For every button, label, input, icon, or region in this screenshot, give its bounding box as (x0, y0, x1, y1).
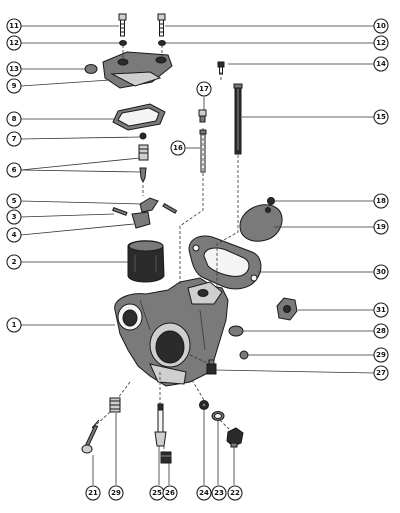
callout-6: 6 (6, 162, 22, 178)
leader-lines (20, 25, 375, 485)
diaphragm-part-19 (239, 204, 283, 242)
svg-text:10: 10 (376, 22, 386, 30)
svg-text:19: 19 (376, 223, 386, 231)
svg-text:12: 12 (376, 39, 386, 47)
seat-part-7 (139, 132, 147, 140)
hinge-part-4 (131, 211, 151, 229)
plug-part-22 (226, 427, 244, 448)
jet-part-25 (154, 403, 167, 447)
svg-text:4: 4 (12, 231, 17, 239)
svg-text:5: 5 (12, 197, 17, 205)
callout-19: 19 (373, 219, 389, 235)
callout-12-right: 12 (373, 35, 389, 51)
lockwasher-part-12-right (158, 40, 166, 46)
callout-10: 10 (373, 18, 389, 34)
svg-text:21: 21 (88, 489, 98, 497)
svg-text:24: 24 (199, 489, 209, 497)
callout-26: 26 (162, 485, 178, 501)
callout-23: 23 (211, 485, 227, 501)
washer-part-23 (211, 411, 225, 421)
pin-part-3-left (112, 207, 128, 216)
screw-part-24 (199, 400, 209, 410)
svg-text:14: 14 (376, 60, 386, 68)
idle-screw-part-21 (81, 419, 100, 454)
callout-11: 11 (6, 18, 22, 34)
svg-text:26: 26 (165, 489, 175, 497)
plug-part-18 (267, 197, 275, 205)
svg-text:7: 7 (12, 135, 17, 143)
callout-8: 8 (6, 111, 22, 127)
svg-text:22: 22 (230, 489, 240, 497)
svg-text:6: 6 (12, 166, 17, 174)
callout-31: 31 (373, 302, 389, 318)
float-arm-part-5 (139, 197, 159, 213)
callout-5: 5 (6, 193, 22, 209)
svg-text:3: 3 (12, 213, 17, 221)
nozzle-part-15 (233, 83, 243, 155)
plug-part-29-right (239, 350, 249, 360)
parts-layer (81, 13, 298, 464)
callout-17: 17 (196, 81, 212, 97)
svg-text:15: 15 (376, 113, 386, 121)
screw-part-11 (118, 13, 127, 37)
callout-18: 18 (373, 193, 389, 209)
needle-valve-part-6 (138, 144, 149, 184)
float-part-2 (127, 240, 165, 283)
nut-part-31 (276, 297, 298, 321)
svg-text:12: 12 (9, 39, 19, 47)
callout-25: 25 (149, 485, 165, 501)
float-bowl-cover-part-9 (102, 51, 173, 89)
svg-text:2: 2 (12, 258, 17, 266)
callout-27: 27 (373, 365, 389, 381)
callout-16-top: 16 (170, 140, 186, 156)
callout-4: 4 (6, 227, 22, 243)
gasket-part-30 (188, 235, 262, 290)
svg-text:18: 18 (376, 197, 386, 205)
callout-12-left: 12 (6, 35, 22, 51)
callout-24: 24 (196, 485, 212, 501)
svg-text:29: 29 (111, 489, 121, 497)
callout-30: 30 (373, 264, 389, 280)
svg-text:25: 25 (152, 489, 162, 497)
carburetor-body-part-1 (114, 277, 229, 387)
plug-part-13 (84, 64, 98, 74)
callout-22: 22 (227, 485, 243, 501)
callout-15: 15 (373, 109, 389, 125)
callout-29-right: 29 (373, 347, 389, 363)
callout-28: 28 (373, 323, 389, 339)
callout-9: 9 (6, 78, 22, 94)
screw-part-10 (157, 13, 166, 37)
cap-part-26 (160, 451, 172, 464)
svg-text:9: 9 (12, 82, 17, 90)
svg-text:13: 13 (9, 65, 19, 73)
svg-text:29: 29 (376, 351, 386, 359)
svg-text:1: 1 (12, 321, 17, 329)
svg-text:28: 28 (376, 327, 386, 335)
callout-7: 7 (6, 131, 22, 147)
callout-3: 3 (6, 209, 22, 225)
svg-text:30: 30 (376, 268, 386, 276)
svg-text:16: 16 (173, 144, 183, 152)
spring-part-29 (109, 397, 121, 413)
disc-part-28 (228, 325, 244, 337)
gasket-part-8 (112, 103, 166, 131)
pin-part-3-right (162, 202, 178, 214)
svg-text:23: 23 (214, 489, 224, 497)
svg-text:27: 27 (376, 369, 386, 377)
svg-text:8: 8 (12, 115, 17, 123)
jet-part-17 (198, 109, 207, 123)
assembly-lines (95, 45, 239, 452)
callout-2: 2 (6, 254, 22, 270)
callout-1: 1 (6, 317, 22, 333)
svg-text:31: 31 (376, 306, 386, 314)
callout-21: 21 (85, 485, 101, 501)
callout-14: 14 (373, 56, 389, 72)
svg-text:17: 17 (199, 85, 209, 93)
svg-text:11: 11 (9, 22, 19, 30)
callouts: 11 10 12 12 13 14 9 17 15 8 7 16 6 5 18 … (6, 18, 389, 501)
lockwasher-part-12-left (119, 40, 127, 46)
callout-13: 13 (6, 61, 22, 77)
callout-29-bottom: 29 (108, 485, 124, 501)
